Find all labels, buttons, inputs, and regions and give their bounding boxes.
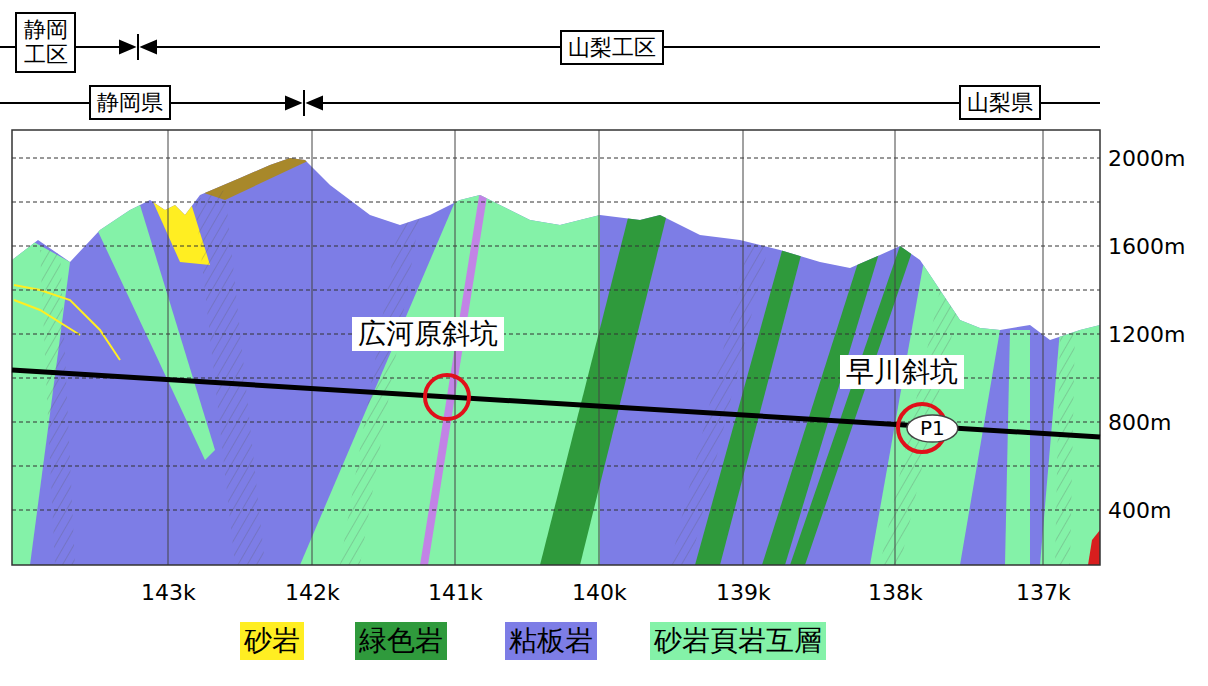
axis-label: 140k — [572, 580, 627, 605]
shaft-label: 広河原斜坑 — [352, 317, 504, 351]
legend-item: 砂岩 — [240, 622, 304, 660]
node-text: 静岡工区 — [23, 17, 68, 68]
axis-label: 1200m — [1108, 322, 1185, 347]
axis-label: 400m — [1108, 498, 1171, 523]
axis-label: 142k — [285, 580, 340, 605]
legend-text: 粘板岩 — [505, 622, 597, 660]
node-text: 広河原斜坑 — [358, 318, 498, 350]
section-box: 山梨工区 — [560, 30, 664, 65]
axis-label: 1600m — [1108, 234, 1185, 259]
axis-label: 800m — [1108, 410, 1171, 435]
axis-label: 138k — [868, 580, 923, 605]
axis-label: 2000m — [1108, 146, 1185, 171]
legend-text: 緑色岩 — [355, 622, 447, 660]
axis-label: 143k — [141, 580, 196, 605]
node-text: P1 — [920, 417, 945, 440]
prefecture-box: 山梨県 — [959, 85, 1041, 120]
prefecture-box: 静岡県 — [89, 85, 171, 120]
axis-label: 139k — [716, 580, 771, 605]
ellipse-shape — [907, 415, 958, 442]
axis-label: 137k — [1016, 580, 1071, 605]
node-text: 山梨工区 — [568, 35, 656, 60]
legend-text: 砂岩頁岩互層 — [650, 622, 826, 660]
shaft-label: 早川斜坑 — [840, 355, 964, 389]
point-ellipse: P1 — [906, 414, 959, 443]
legend-text: 砂岩 — [240, 622, 304, 660]
legend-item: 緑色岩 — [355, 622, 447, 660]
node-text: 静岡県 — [97, 90, 163, 115]
legend-item: 粘板岩 — [505, 622, 597, 660]
axis-label: 141k — [428, 580, 483, 605]
section-box: 静岡工区 — [15, 12, 76, 73]
legend-item: 砂岩頁岩互層 — [650, 622, 826, 660]
node-text: 早川斜坑 — [846, 356, 958, 388]
node-text: 山梨県 — [967, 90, 1033, 115]
